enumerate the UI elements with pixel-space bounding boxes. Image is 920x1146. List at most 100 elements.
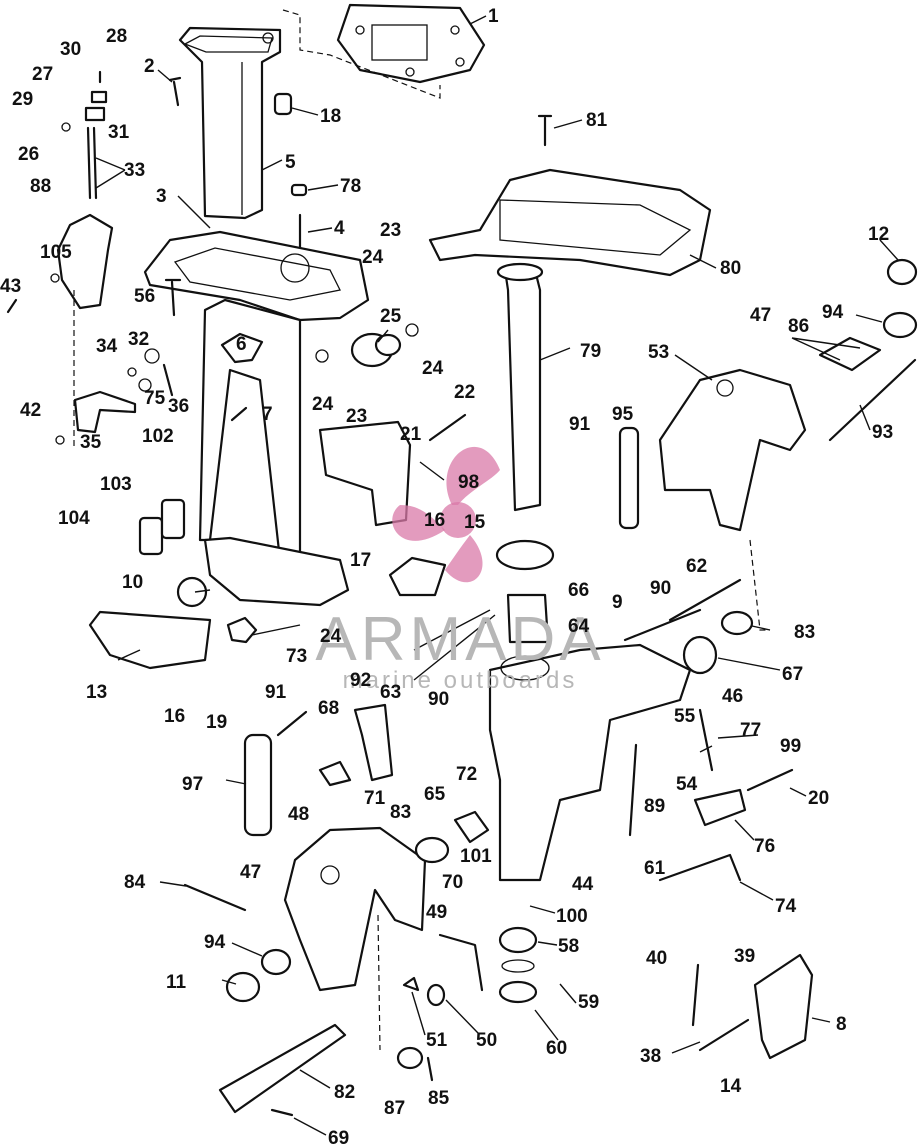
callout-62: 62 [686, 556, 707, 577]
callout-90-a: 90 [650, 578, 671, 599]
callout-40: 40 [646, 948, 667, 969]
callout-4: 4 [334, 218, 345, 239]
callout-23-a: 23 [380, 220, 401, 241]
callout-2: 2 [144, 56, 155, 77]
part-74 [658, 853, 742, 882]
callout-104: 104 [58, 508, 90, 529]
callout-13: 13 [86, 682, 107, 703]
callout-20: 20 [808, 788, 829, 809]
part-58 [498, 926, 538, 954]
callout-1: 1 [488, 6, 499, 27]
part-51 [402, 976, 420, 992]
callout-91-b: 91 [265, 682, 287, 703]
callout-25: 25 [380, 306, 402, 327]
callout-101: 101 [460, 846, 492, 867]
part-12-cap [886, 258, 918, 286]
callout-35: 35 [80, 432, 102, 453]
part-77-spring [698, 708, 714, 772]
part-56-bolt [164, 278, 182, 317]
callout-numbers: 1 2 28 30 27 29 31 26 33 18 5 81 78 88 3… [0, 6, 893, 1146]
part-39-spring [691, 963, 700, 1027]
part-103-plate [138, 516, 164, 556]
callout-84: 84 [124, 872, 146, 893]
part-32 [144, 348, 160, 364]
callout-88: 88 [30, 176, 51, 197]
part-69 [270, 1108, 294, 1117]
callout-103: 103 [100, 474, 132, 495]
callout-64: 64 [568, 616, 590, 637]
part-81-bolt [537, 114, 553, 147]
callout-60: 60 [546, 1038, 567, 1059]
part-101 [453, 810, 490, 844]
part-36 [162, 363, 174, 397]
callout-9: 9 [612, 592, 623, 613]
part-87-disc [396, 1046, 424, 1070]
part-5-exhaust-housing [178, 26, 282, 220]
callout-98: 98 [458, 472, 479, 493]
callout-81: 81 [586, 110, 608, 131]
part-88-bracket [56, 213, 114, 310]
callout-7: 7 [262, 404, 273, 425]
callout-10: 10 [122, 572, 143, 593]
part-84-bolt [183, 883, 247, 912]
part-25-gear [350, 332, 402, 368]
part-10-grommet [176, 576, 208, 608]
part-66-bearing [506, 593, 550, 644]
armada-propeller-logo [392, 446, 500, 583]
callout-97: 97 [182, 774, 203, 795]
callout-90-b: 90 [428, 689, 449, 710]
callout-70: 70 [442, 872, 463, 893]
part-78-nut [290, 183, 308, 197]
callout-69: 69 [328, 1128, 349, 1146]
part-83-washer-b [414, 836, 450, 864]
part-lower-plate [203, 536, 350, 607]
callout-56: 56 [134, 286, 155, 307]
callout-58: 58 [558, 936, 579, 957]
callout-33: 33 [124, 160, 145, 181]
part-105-washer [50, 273, 60, 283]
callout-93: 93 [872, 422, 893, 443]
part-94-nut [882, 311, 918, 339]
callout-73: 73 [286, 646, 307, 667]
callout-76: 76 [754, 836, 775, 857]
callout-72: 72 [456, 764, 477, 785]
callout-83-a: 83 [794, 622, 815, 643]
callout-15: 15 [464, 512, 486, 533]
dash-lower [377, 914, 381, 1051]
callout-26: 26 [18, 144, 39, 165]
callout-89: 89 [644, 796, 665, 817]
callout-63: 63 [380, 682, 401, 703]
callout-53: 53 [648, 342, 669, 363]
callout-46: 46 [722, 686, 743, 707]
callout-55: 55 [674, 706, 696, 727]
callout-14: 14 [720, 1076, 742, 1097]
callout-94-b: 94 [204, 932, 226, 953]
callout-42: 42 [20, 400, 41, 421]
part-7-screw [230, 406, 248, 422]
callout-75: 75 [144, 388, 166, 409]
callout-78: 78 [340, 176, 361, 197]
part-61-rod [628, 743, 638, 837]
callout-23-b: 23 [346, 406, 367, 427]
callout-71: 71 [364, 788, 386, 809]
part-42 [55, 435, 65, 445]
callout-28: 28 [106, 26, 127, 47]
dash-53 [749, 539, 770, 631]
callout-6: 6 [236, 334, 247, 355]
part-93-rod [828, 358, 917, 442]
part-24-washer-b [405, 323, 419, 337]
callout-49: 49 [426, 902, 447, 923]
callout-80: 80 [720, 258, 741, 279]
callout-82: 82 [334, 1082, 355, 1103]
callout-74: 74 [775, 896, 797, 917]
part-60 [498, 980, 538, 1004]
callout-24-a: 24 [362, 247, 384, 268]
part-92 [353, 703, 394, 782]
callout-16-a: 16 [424, 510, 445, 531]
callout-47-b: 47 [240, 862, 261, 883]
part-34 [127, 367, 137, 377]
part-11-cap [225, 971, 261, 1003]
callout-54: 54 [676, 774, 698, 795]
part-49-spring [438, 933, 484, 992]
